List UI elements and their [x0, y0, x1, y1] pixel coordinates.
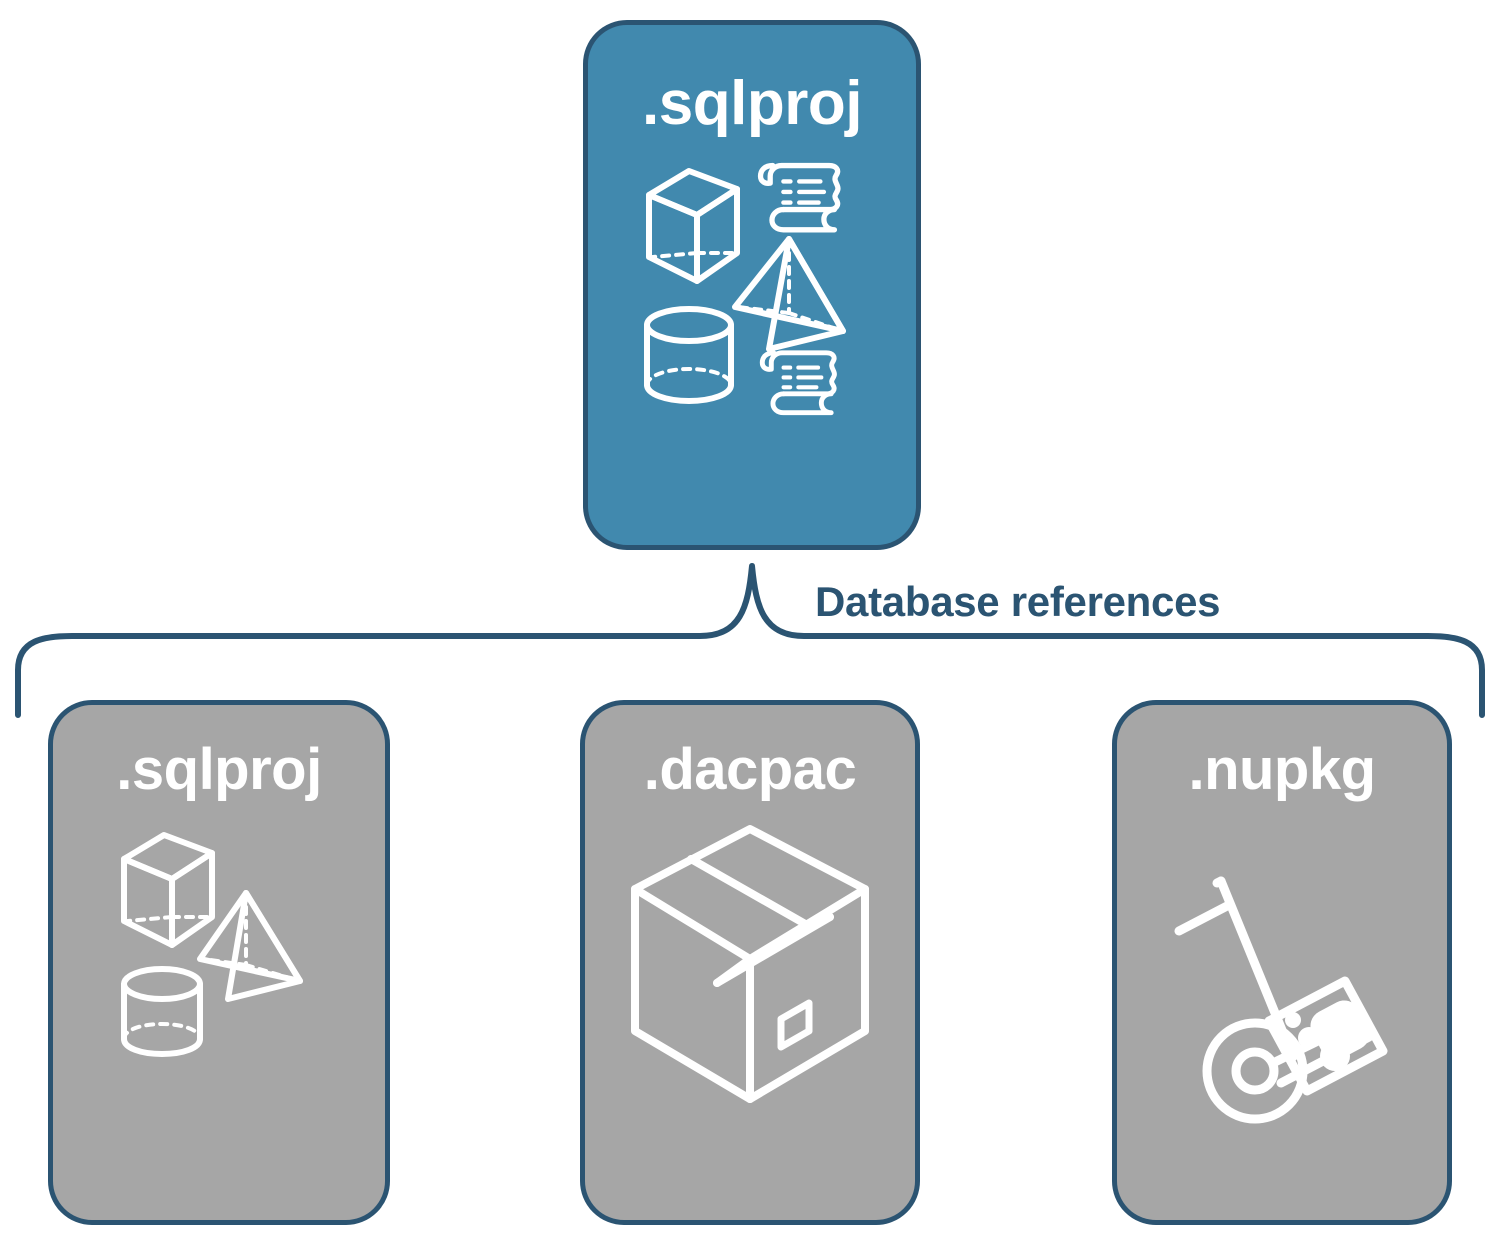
script-scroll-icon [759, 350, 837, 416]
bracket-label-database-references: Database references [815, 578, 1221, 625]
root-card-artwork [637, 153, 867, 433]
cube-wireframe-icon [646, 168, 740, 284]
node-card-root-sqlproj[interactable]: .sqlproj [583, 20, 921, 550]
shipping-box-icon [631, 825, 869, 1103]
node-label-root-sqlproj: .sqlproj [642, 69, 862, 138]
ref-dacpac-artwork [625, 821, 875, 1111]
node-card-ref-nupkg[interactable]: .nupkg [1112, 700, 1452, 1225]
node-card-ref-sqlproj[interactable]: .sqlproj [48, 700, 390, 1225]
hand-truck-package-icon [1174, 876, 1388, 1124]
script-scroll-icon [757, 162, 841, 233]
cube-wireframe-icon [121, 832, 215, 948]
pyramid-wireframe-icon [732, 236, 846, 352]
node-label-ref-sqlproj: .sqlproj [116, 737, 322, 802]
ref-nupkg-artwork [1157, 821, 1407, 1124]
cylinder-wireframe-icon [644, 306, 734, 404]
cylinder-wireframe-icon [121, 966, 203, 1057]
ref-sqlproj-artwork [104, 821, 334, 1071]
node-label-ref-nupkg: .nupkg [1188, 737, 1376, 802]
node-card-ref-dacpac[interactable]: .dacpac [580, 700, 920, 1225]
bracket-path [15, 563, 1485, 718]
root-icon-group [644, 162, 846, 416]
pyramid-wireframe-icon [197, 890, 303, 1002]
ref-sqlproj-icon-group [121, 832, 303, 1057]
nuget-logo-glyph [1285, 1000, 1370, 1071]
node-label-ref-dacpac: .dacpac [643, 737, 857, 802]
